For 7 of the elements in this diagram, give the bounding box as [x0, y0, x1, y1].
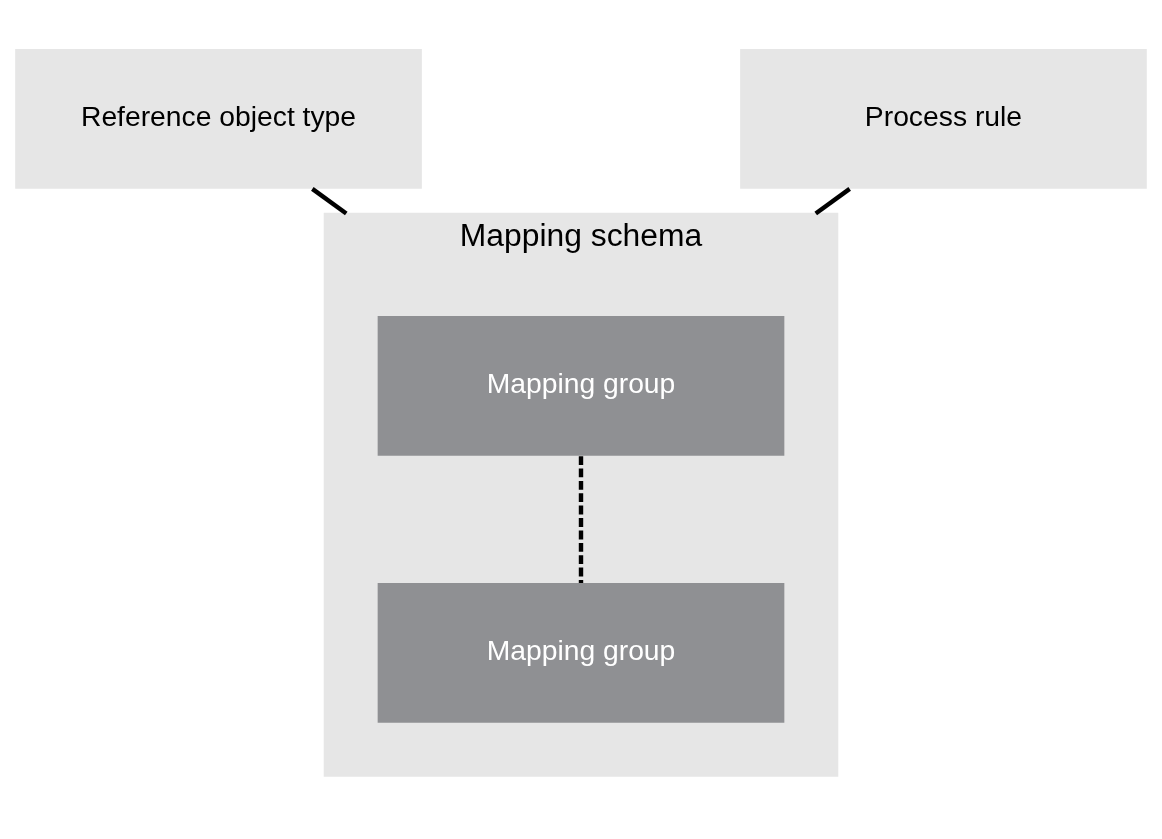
node-box: Mapping group — [377, 583, 785, 723]
connector — [578, 456, 584, 583]
connector — [311, 187, 348, 216]
connector — [814, 187, 851, 216]
node-box: Process rule — [740, 49, 1147, 189]
node-box: Mapping group — [377, 316, 785, 456]
node-box: Reference object type — [15, 49, 422, 189]
